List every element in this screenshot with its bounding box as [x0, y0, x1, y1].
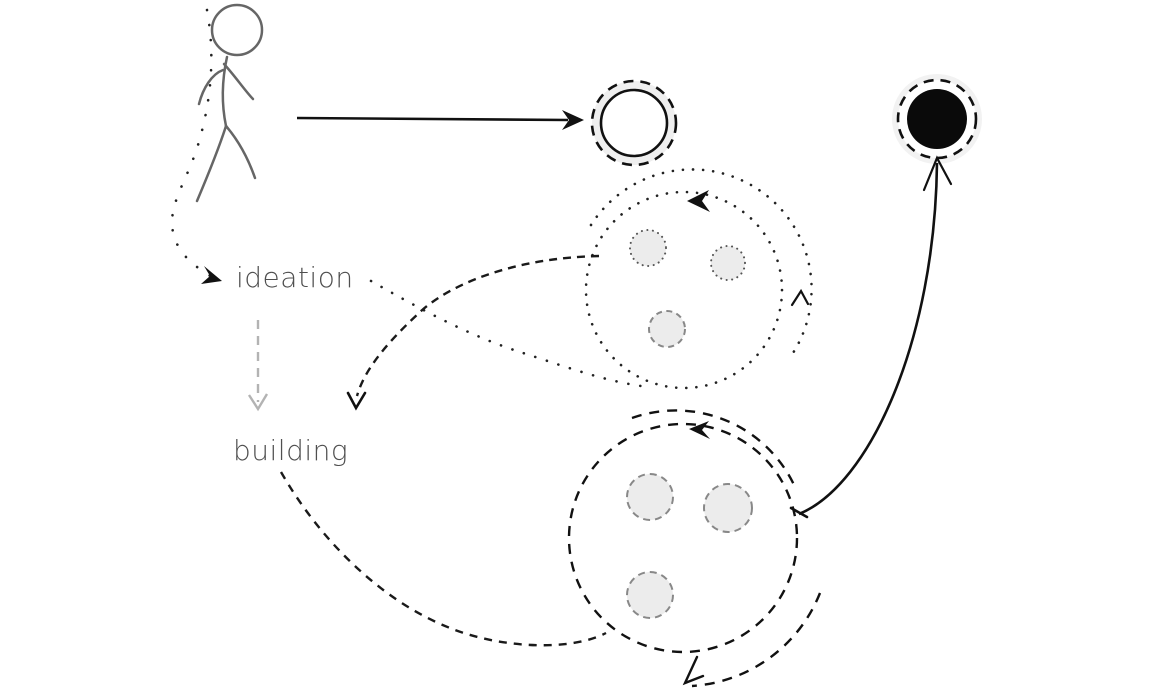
arrowhead-icon [346, 391, 367, 411]
building-cluster-boundary [567, 422, 799, 654]
project-node [703, 483, 753, 533]
arrowhead-icon [790, 288, 810, 307]
arrowhead-icon [922, 155, 953, 192]
idea-node [648, 310, 686, 348]
stick-figure-arm-left [197, 68, 225, 106]
arrowhead-icon [201, 266, 222, 284]
project-node [626, 571, 674, 619]
ideation-to-building-arrow [247, 320, 269, 412]
stick-figure-leg-right [224, 124, 257, 180]
ideation-to-cluster-dotted-curve [369, 279, 643, 388]
idea-node [710, 245, 746, 281]
cluster-to-shipped-arrow [789, 155, 953, 519]
blank-project-circle-icon [590, 79, 678, 167]
building-to-cluster-dashed-curve [279, 471, 607, 647]
idea-node [629, 229, 667, 267]
ideation-cluster-icon [584, 168, 813, 390]
building-orbit-arc-bottom [691, 592, 822, 688]
person-to-ideation-dotted-arrow [170, 8, 222, 284]
project-node [626, 473, 674, 521]
stick-figure-leg-left [195, 124, 228, 203]
stick-figure-head [210, 3, 264, 57]
cluster-to-building-dashed-arrow [346, 254, 600, 411]
ideation-cluster-boundary [584, 190, 784, 390]
stick-figure-body [221, 55, 229, 128]
building-cluster-icon [567, 409, 822, 688]
arrowhead-icon [682, 655, 705, 686]
arrow-tail-tick [789, 506, 809, 519]
ideation-label: ideation [236, 261, 354, 294]
person-to-project-arrow [296, 110, 584, 130]
building-orbit-arc-top [631, 409, 797, 488]
building-label: building [233, 434, 348, 467]
arrowhead-icon [687, 190, 710, 212]
arrowhead-icon [562, 110, 584, 130]
stick-figure-arm-right [222, 62, 255, 101]
arrowhead-icon [247, 393, 269, 412]
arrowhead-icon [689, 421, 710, 439]
stick-figure-icon [195, 3, 264, 203]
shipped-project-circle-icon [892, 74, 982, 164]
